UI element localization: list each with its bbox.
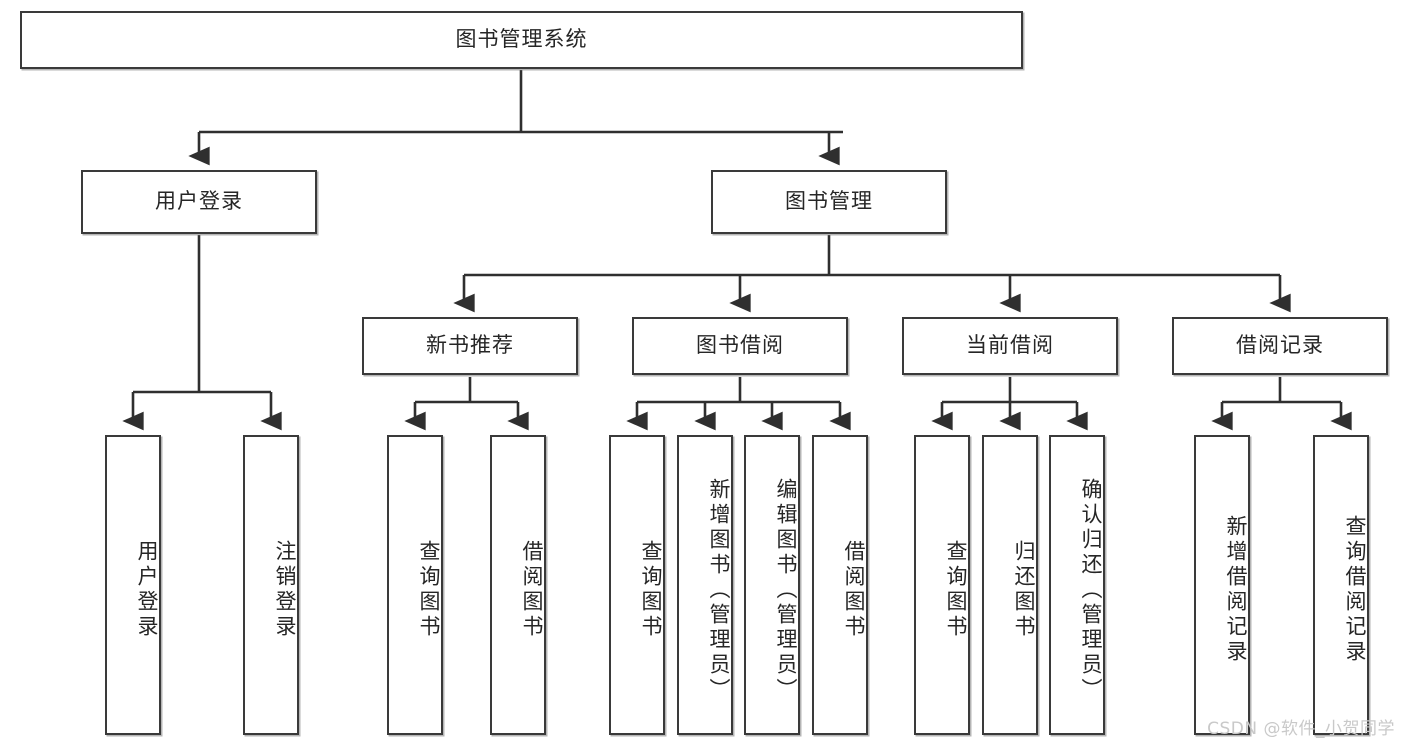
node-label: 归还图书 bbox=[1012, 540, 1036, 640]
node-borrow-record[interactable]: 借阅记录 bbox=[1172, 317, 1388, 375]
node-label: 用户登录 bbox=[155, 189, 243, 214]
leaf-borrow-edit-book-admin[interactable]: 编辑图书（管理员） bbox=[744, 435, 800, 735]
node-label: 编辑图书（管理员） bbox=[774, 477, 798, 703]
node-label: 确认归还（管理员） bbox=[1079, 477, 1103, 703]
node-label: 借阅图书 bbox=[520, 540, 544, 640]
node-label: 新书推荐 bbox=[426, 333, 514, 358]
csdn-watermark: CSDN @软件_小贺同学 bbox=[1207, 719, 1395, 739]
leaf-borrow-borrow-book[interactable]: 借阅图书 bbox=[812, 435, 868, 735]
node-label: 查询图书 bbox=[417, 540, 441, 640]
node-root-book-management-system[interactable]: 图书管理系统 bbox=[20, 11, 1023, 69]
node-label: 图书借阅 bbox=[696, 333, 784, 358]
leaf-record-query-borrow-record[interactable]: 查询借阅记录 bbox=[1313, 435, 1369, 735]
leaf-record-add-borrow-record[interactable]: 新增借阅记录 bbox=[1194, 435, 1250, 735]
node-current-borrow[interactable]: 当前借阅 bbox=[902, 317, 1118, 375]
node-label: 借阅记录 bbox=[1236, 333, 1324, 358]
leaf-user-logout[interactable]: 注销登录 bbox=[243, 435, 299, 735]
node-new-book-recommend[interactable]: 新书推荐 bbox=[362, 317, 578, 375]
leaf-recommend-query-book[interactable]: 查询图书 bbox=[387, 435, 443, 735]
node-label: 注销登录 bbox=[273, 540, 297, 640]
node-label: 图书管理系统 bbox=[455, 27, 588, 52]
leaf-current-query-book[interactable]: 查询图书 bbox=[914, 435, 970, 735]
leaf-borrow-query-book[interactable]: 查询图书 bbox=[609, 435, 665, 735]
node-label: 新增图书（管理员） bbox=[707, 477, 731, 703]
node-label: 当前借阅 bbox=[966, 333, 1054, 358]
node-user-login[interactable]: 用户登录 bbox=[81, 170, 317, 234]
leaf-borrow-add-book-admin[interactable]: 新增图书（管理员） bbox=[677, 435, 733, 735]
node-label: 新增借阅记录 bbox=[1224, 515, 1248, 665]
node-label: 用户登录 bbox=[135, 540, 159, 640]
leaf-current-confirm-return-admin[interactable]: 确认归还（管理员） bbox=[1049, 435, 1105, 735]
node-book-borrow[interactable]: 图书借阅 bbox=[632, 317, 848, 375]
node-label: 查询图书 bbox=[639, 540, 663, 640]
leaf-current-return-book[interactable]: 归还图书 bbox=[982, 435, 1038, 735]
node-label: 借阅图书 bbox=[842, 540, 866, 640]
node-label: 查询借阅记录 bbox=[1343, 515, 1367, 665]
node-label: 查询图书 bbox=[944, 540, 968, 640]
leaf-user-login[interactable]: 用户登录 bbox=[105, 435, 161, 735]
node-label: 图书管理 bbox=[785, 189, 873, 214]
leaf-recommend-borrow-book[interactable]: 借阅图书 bbox=[490, 435, 546, 735]
node-book-management[interactable]: 图书管理 bbox=[711, 170, 947, 234]
